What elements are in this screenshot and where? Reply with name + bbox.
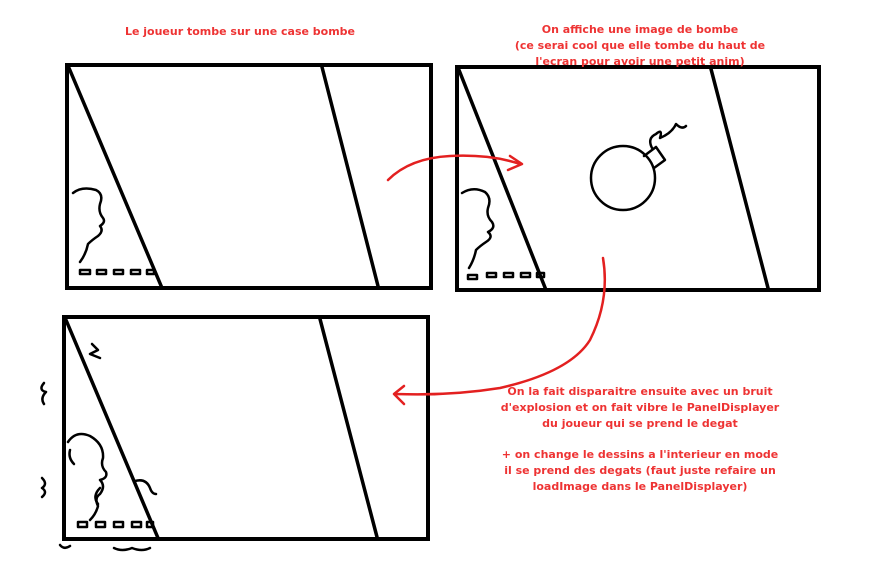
panel-2-frame bbox=[455, 65, 821, 292]
caption-step-3: On la fait disparaitre ensuite avec un b… bbox=[480, 384, 800, 432]
player-sketch-icon bbox=[460, 188, 546, 281]
arrow-panel2-to-panel3 bbox=[392, 256, 607, 406]
panel-2-left-diagonal bbox=[457, 68, 548, 292]
caption-step-2-line-3: l'ecran pour avoir une petit anim) bbox=[535, 55, 745, 68]
panel-3-left-diagonal bbox=[64, 318, 160, 540]
caption-step-1: Le joueur tombe sur une case bombe bbox=[110, 24, 370, 40]
panel-2-right-diagonal bbox=[709, 67, 770, 290]
caption-step-4-line-1: + on change le dessins a l'interieur en … bbox=[501, 448, 779, 461]
caption-step-2-line-1: On affiche une image de bombe bbox=[541, 23, 739, 36]
panel-3-right-diagonal bbox=[318, 317, 379, 539]
bomb-icon bbox=[589, 122, 688, 212]
caption-step-2: On affiche une image de bombe (ce serai … bbox=[480, 22, 800, 70]
caption-step-4-line-2: il se prend des degats (faut juste refai… bbox=[504, 464, 776, 477]
panel-1-left-diagonal bbox=[67, 66, 164, 290]
player-sketch-icon bbox=[71, 187, 156, 276]
panel-3-explosion bbox=[40, 315, 430, 552]
caption-step-4-line-3: loadImage dans le PanelDisplayer) bbox=[532, 480, 748, 493]
panel-2-bomb-shown bbox=[455, 65, 821, 292]
damaged-player-sketch-icon bbox=[66, 432, 158, 529]
arrow-panel1-to-panel2 bbox=[386, 154, 524, 182]
caption-step-3-line-2: d'explosion et on fait vibre le PanelDis… bbox=[500, 401, 780, 414]
vibration-marks bbox=[40, 342, 152, 552]
caption-step-4: + on change le dessins a l'interieur en … bbox=[480, 447, 800, 495]
panel-1-player-lands bbox=[65, 63, 433, 290]
panel-3-frame bbox=[62, 315, 430, 541]
caption-step-3-line-3: du joueur qui se prend le degat bbox=[542, 417, 738, 430]
panel-1-right-diagonal bbox=[320, 65, 380, 288]
panel-1-frame bbox=[65, 63, 433, 290]
caption-step-3-line-1: On la fait disparaitre ensuite avec un b… bbox=[507, 385, 773, 398]
caption-step-2-line-2: (ce serai cool que elle tombe du haut de bbox=[514, 39, 766, 52]
caption-step-1-line: Le joueur tombe sur une case bombe bbox=[124, 25, 356, 38]
